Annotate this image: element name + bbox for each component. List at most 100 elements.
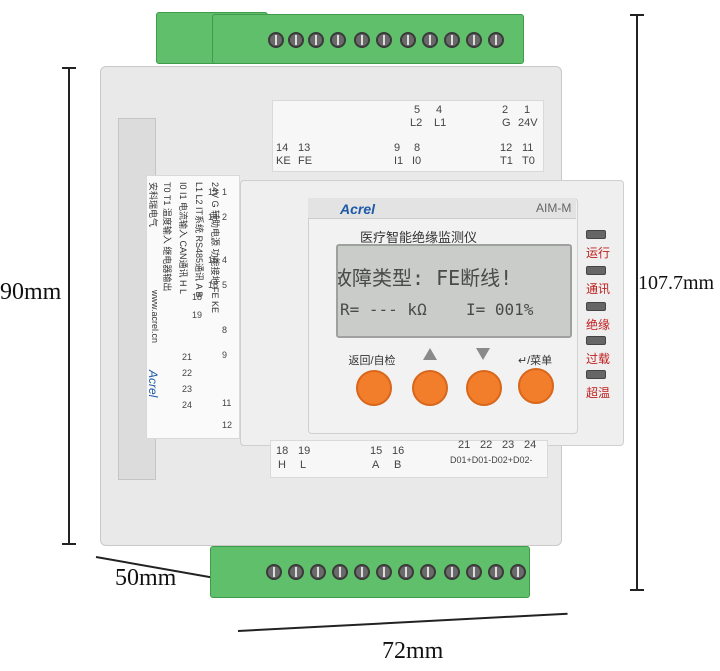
bottom-terminal-labels	[270, 440, 548, 478]
screw-icon[interactable]	[332, 564, 348, 580]
screw-icon[interactable]	[420, 564, 436, 580]
side-label-number: 13	[208, 187, 219, 197]
top-terminal-number: 1	[524, 104, 531, 116]
dim-label-width: 72mm	[382, 638, 444, 664]
bottom-terminal-number: 22	[480, 439, 493, 451]
side-label-number: 16	[208, 280, 219, 290]
dim-cap-bottom-right	[630, 589, 644, 591]
screw-icon[interactable]	[444, 564, 460, 580]
brand-logo: Acrel	[340, 201, 376, 217]
dim-line-height-right	[636, 14, 638, 590]
screw-icon[interactable]	[330, 32, 346, 48]
bottom-terminal-number: 23	[502, 439, 515, 451]
side-label-number: 14	[208, 212, 219, 222]
dim-line-width	[237, 612, 568, 632]
led-insulation-label: 绝缘	[586, 318, 611, 332]
screw-icon[interactable]	[376, 32, 392, 48]
screw-icon[interactable]	[510, 564, 526, 580]
down-button[interactable]	[466, 370, 502, 406]
top-terminal-label: L1	[434, 117, 447, 129]
side-label-number: 23	[182, 384, 193, 394]
lcd-line-1: 故障类型: FE断线!	[336, 266, 513, 290]
led-run-label: 运行	[586, 246, 611, 260]
enter-menu-button[interactable]	[518, 368, 554, 404]
screw-icon[interactable]	[288, 32, 304, 48]
side-label-number: 19	[192, 310, 203, 320]
bottom-terminal-number: 19	[298, 445, 311, 457]
screw-icon[interactable]	[354, 564, 370, 580]
screw-icon[interactable]	[310, 564, 326, 580]
screw-icon[interactable]	[376, 564, 392, 580]
screw-icon[interactable]	[354, 32, 370, 48]
side-label-number: 21	[182, 352, 193, 362]
top-terminal-labels	[272, 100, 544, 172]
led-overload	[586, 336, 606, 345]
screw-icon[interactable]	[488, 32, 504, 48]
led-overtemp-label: 超温	[586, 386, 611, 400]
side-label-number: 12	[222, 420, 233, 430]
top-terminal-label: FE	[298, 155, 313, 167]
dim-cap-top-right	[630, 14, 644, 16]
screw-icon[interactable]	[400, 32, 416, 48]
dim-cap-bottom-left	[62, 543, 76, 545]
top-terminal-number: 8	[414, 142, 421, 154]
top-terminal-number: 5	[414, 104, 421, 116]
model-label: AIM-M	[536, 201, 572, 215]
side-wiring-label	[146, 175, 240, 439]
side-label-website: www.acrel.cn	[150, 290, 160, 344]
dim-cap-top-left	[62, 67, 76, 69]
screw-icon[interactable]	[444, 32, 460, 48]
screw-icon[interactable]	[466, 564, 482, 580]
screw-icon[interactable]	[308, 32, 324, 48]
led-comm	[586, 266, 606, 275]
top-terminal-label: I0	[412, 155, 422, 167]
bottom-terminal-label: H	[278, 459, 286, 471]
top-terminal-number: 2	[502, 104, 509, 116]
side-label-col3: I0 I1 电流输入 CAN通讯 H L	[178, 182, 188, 295]
enter-menu-label: ↵/菜单	[517, 355, 553, 367]
bottom-terminal-number: 15	[370, 445, 383, 457]
screw-icon[interactable]	[398, 564, 414, 580]
top-terminal-number: 9	[394, 142, 401, 154]
side-label-number: 22	[182, 368, 193, 378]
side-label-number: 2	[222, 212, 228, 222]
side-label-col2: L1 L2 IT系统 RS485通讯 A B	[194, 182, 204, 298]
top-terminal-label: I1	[394, 155, 404, 167]
side-label-number: 9	[222, 350, 228, 360]
screw-icon[interactable]	[266, 564, 282, 580]
top-terminal-number: 12	[500, 142, 513, 154]
product-name: 医疗智能绝缘监测仪	[360, 230, 478, 245]
led-overload-label: 过载	[586, 352, 611, 366]
screw-icon[interactable]	[488, 564, 504, 580]
top-terminal-number: 14	[276, 142, 289, 154]
bottom-terminal-number: 18	[276, 445, 289, 457]
bottom-terminal-label: B	[394, 459, 402, 471]
side-label-number: 11	[222, 398, 232, 408]
top-terminal-label: G	[502, 117, 511, 129]
top-terminal-number: 4	[436, 104, 443, 116]
back-self-test-button[interactable]	[356, 370, 392, 406]
screw-icon[interactable]	[466, 32, 482, 48]
top-terminal-label: 24V	[518, 117, 538, 129]
lcd-line-2-right: I= 001%	[466, 300, 534, 319]
top-terminal-label: T0	[522, 155, 535, 167]
dim-label-height-right: 107.7mm	[638, 272, 715, 294]
top-terminal-label: KE	[276, 155, 291, 167]
side-label-number: 1	[222, 187, 228, 197]
top-terminal-label: L2	[410, 117, 423, 129]
up-arrow-icon	[423, 348, 437, 360]
screw-icon[interactable]	[268, 32, 284, 48]
dim-line-height-left	[68, 68, 70, 544]
bottom-terminal-number: 24	[524, 439, 537, 451]
led-overtemp	[586, 370, 606, 379]
up-button[interactable]	[412, 370, 448, 406]
side-label-brand: Acrel	[146, 370, 160, 398]
screw-icon[interactable]	[288, 564, 304, 580]
bottom-terminal-label: L	[300, 459, 307, 471]
side-label-number: 4	[222, 255, 228, 265]
side-label-number: 5	[222, 280, 228, 290]
screw-icon[interactable]	[422, 32, 438, 48]
top-terminal-label: T1	[500, 155, 513, 167]
dim-label-height-left: 90mm	[0, 279, 62, 305]
lcd-line-2-left: R= --- kΩ	[340, 300, 427, 319]
